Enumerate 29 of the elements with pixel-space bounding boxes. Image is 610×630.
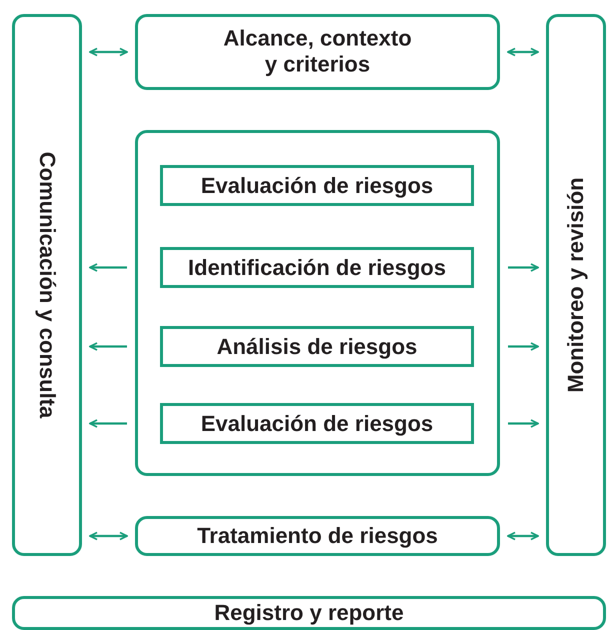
arrow (508, 263, 539, 272)
label: Evaluación de riesgos (200, 172, 434, 199)
side-panel (12, 14, 82, 556)
arrow (89, 48, 128, 56)
step-box (160, 247, 474, 288)
arrow (89, 263, 127, 272)
arrow (89, 342, 127, 351)
label: Análisis de riesgos (216, 333, 418, 360)
label: Evaluación de riesgos (200, 410, 434, 437)
arrow (507, 532, 539, 540)
arrow (507, 48, 539, 56)
process-box (135, 14, 500, 90)
arrow (89, 532, 128, 540)
group-box (135, 130, 500, 476)
step-box (160, 326, 474, 367)
label: Registro y reporte (213, 600, 405, 626)
process-box (135, 516, 500, 556)
arrow (508, 419, 539, 428)
label: Monitoreo y revisión (562, 177, 589, 393)
arrow (89, 419, 127, 428)
arrow (508, 342, 539, 351)
label: Comunicación y consulta (34, 152, 60, 418)
label: Alcance, contexto y criterios (222, 26, 413, 78)
step-box (160, 165, 474, 206)
label: Identificación de riesgos (187, 254, 447, 281)
step-box (160, 403, 474, 444)
label: Tratamiento de riesgos (196, 522, 439, 550)
footer-bar (12, 596, 606, 630)
side-panel (546, 14, 606, 556)
